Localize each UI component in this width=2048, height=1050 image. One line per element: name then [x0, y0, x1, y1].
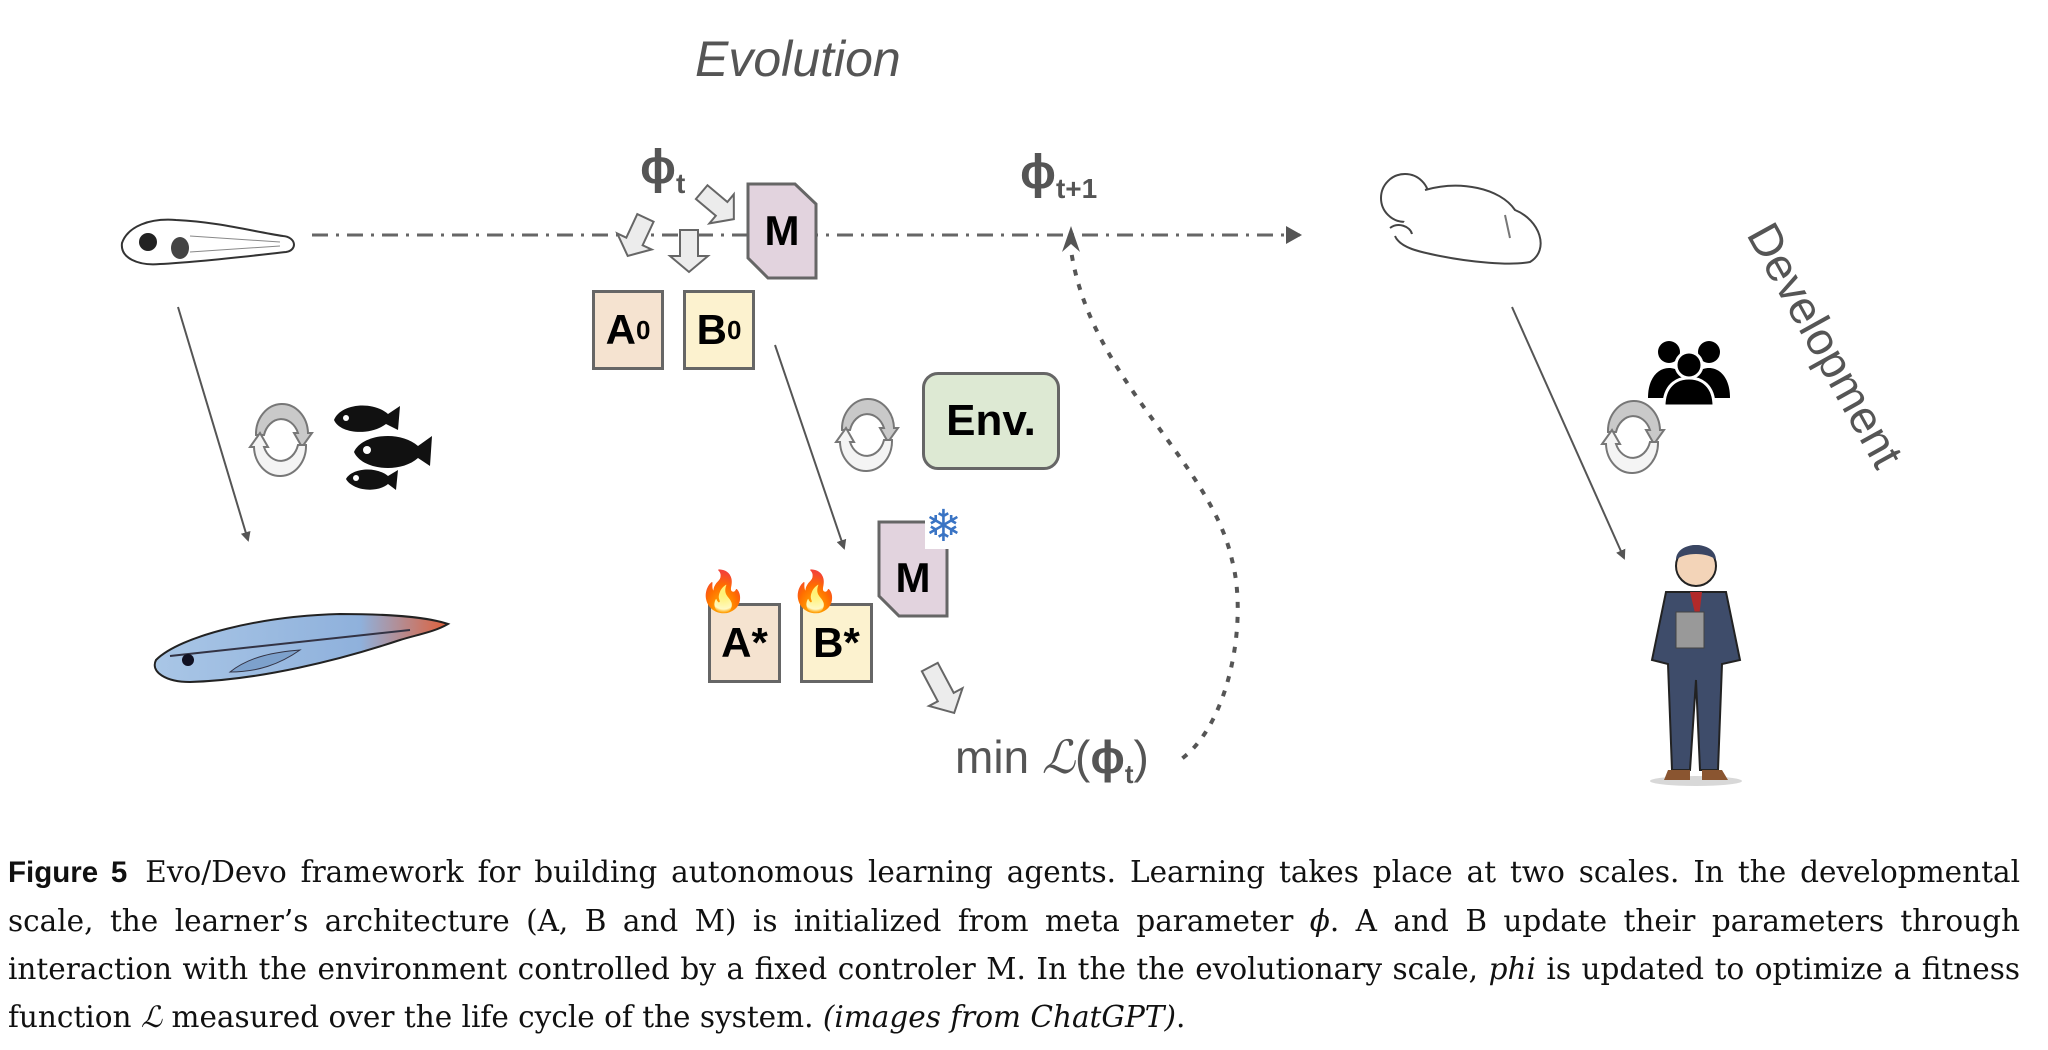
min-text: min: [955, 731, 1042, 783]
block-m-frozen: M: [895, 554, 931, 601]
snowflake-icon: ❄: [925, 502, 962, 551]
phi-to-a0-block-arrow: [615, 212, 655, 258]
caption-text-5: .: [1175, 1000, 1186, 1034]
sleeping-baby-illustration: [1380, 173, 1542, 265]
caption-text-4: measured over the life cycle of the syst…: [162, 1000, 823, 1034]
block-a-star: A*: [708, 603, 781, 683]
block-a0-subscript: 0: [635, 314, 651, 345]
evo-devo-diagram: Evolution Development ϕt ϕt+1 min ℒ(ϕt) …: [120, 31, 1914, 790]
baby-to-adult-arrow: [1511, 306, 1626, 560]
block-b-star: B*: [800, 603, 873, 683]
phi-t-subscript: t: [675, 168, 686, 199]
caption-credit: (images from ChatGPT): [822, 1000, 1176, 1034]
block-b0-subscript: 0: [726, 314, 742, 345]
block-m-initial: M: [748, 184, 816, 278]
loss-symbol: ℒ: [1041, 730, 1076, 784]
caption-loss-symbol: ℒ: [140, 1000, 163, 1034]
cycle-arrows-icon: [835, 397, 899, 473]
phi-t-plus-1-label: ϕt+1: [1020, 145, 1097, 205]
caption-text-2: . A and B update their parameters throug…: [8, 904, 2020, 986]
feedback-arrowhead: [1062, 226, 1080, 252]
loss-phi-symbol: ϕ: [1090, 731, 1125, 783]
loss-feedback-curve: [1068, 247, 1240, 760]
phi-t1-symbol: ϕ: [1020, 146, 1056, 199]
environment-box: Env.: [922, 372, 1060, 470]
cycle-arrows-icon: [249, 402, 313, 478]
businessman-illustration: [1650, 545, 1742, 786]
block-b0-letter: B: [696, 306, 727, 353]
evolution-title: Evolution: [695, 31, 901, 87]
larva-fish-illustration: [120, 218, 295, 266]
phi-t1-subscript: t+1: [1055, 173, 1098, 204]
phi-t-symbol: ϕ: [640, 141, 676, 194]
block-m-letter: M: [764, 207, 800, 254]
min-loss-label: min ℒ(ϕt): [955, 730, 1149, 790]
caption-label: Figure 5: [8, 856, 128, 889]
to-loss-block-arrow: [920, 661, 965, 715]
phi-t-label: ϕt: [640, 140, 685, 200]
adult-fish-illustration: [153, 612, 451, 684]
m-initial-shape: [746, 182, 818, 280]
block-a0-letter: A: [605, 306, 636, 353]
diagram-connectors: [120, 173, 1742, 786]
fish-school-icon: [334, 405, 432, 490]
caption-text-1: Evo/Devo framework for building autonomo…: [8, 855, 2020, 938]
close-paren: ): [1133, 731, 1149, 783]
phi-to-b0-block-arrow: [667, 229, 711, 274]
larva-to-adult-fish-arrow: [177, 306, 251, 542]
caption-phi-word: phi: [1488, 952, 1536, 986]
open-paren: (: [1075, 731, 1091, 783]
flame-icon: 🔥: [698, 570, 748, 614]
phi-to-m-block-arrow: [694, 183, 735, 225]
cycle-arrows-icon: [1601, 399, 1665, 475]
caption-phi-symbol: ϕ: [1309, 904, 1330, 938]
init-to-trained-arrow: [774, 344, 847, 550]
loss-phi-subscript: t: [1124, 759, 1134, 789]
people-group-icon: [1648, 341, 1730, 408]
flame-icon: 🔥: [790, 570, 840, 614]
caption-text-3: is updated to optimize a fitness functio…: [8, 952, 2020, 1034]
